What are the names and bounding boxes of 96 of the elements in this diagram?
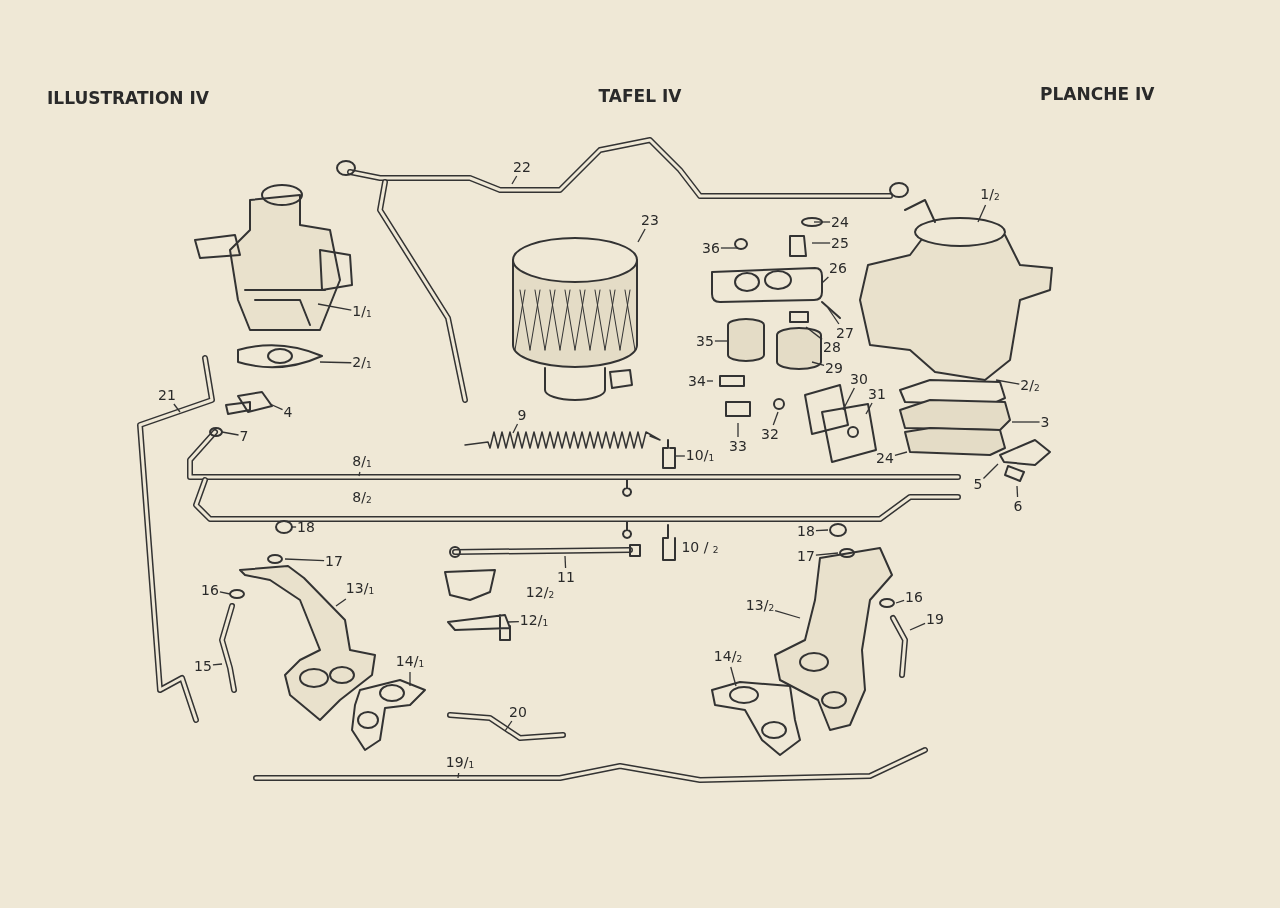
leader-line <box>982 463 999 480</box>
callout-number: 21 <box>158 387 176 403</box>
callout-number: 4 <box>283 404 293 420</box>
callout-number: 31 <box>868 386 886 402</box>
leader-line <box>319 361 352 364</box>
callout-number: 25 <box>831 235 849 251</box>
callout-number: 1/$_{2}$ <box>980 186 1000 204</box>
callout-number: 7 <box>239 428 249 444</box>
leader-line <box>409 671 411 687</box>
callout-number: 14/$_{2}$ <box>713 648 743 666</box>
callout-number: 9 <box>517 407 527 423</box>
leader-line <box>813 221 831 223</box>
callout-number: 18 <box>297 519 315 535</box>
leader-line <box>720 247 739 249</box>
leader-line <box>335 598 347 607</box>
callout-number: 23 <box>641 212 659 228</box>
leader-line <box>815 529 829 532</box>
leader-line <box>811 242 831 244</box>
callout-number: 10 / $_{2}$ <box>681 539 719 557</box>
callout-number: 28 <box>823 339 841 355</box>
callout-number: 3 <box>1040 414 1050 430</box>
callout-number: 8/$_{1}$ <box>352 453 372 471</box>
callout-number: 36 <box>702 240 720 256</box>
plate-heading: TAFEL IV <box>598 86 682 106</box>
leader-line <box>977 204 987 223</box>
leader-line <box>811 361 825 366</box>
leader-line <box>511 175 518 185</box>
callout-number: 2/$_{2}$ <box>1020 377 1040 395</box>
callout-number: 17 <box>797 548 815 564</box>
callout-number: 5 <box>973 476 983 492</box>
callout-number: 33 <box>729 438 747 454</box>
leader-line <box>894 451 908 456</box>
leader-line <box>173 403 181 413</box>
leader-line <box>1011 421 1041 423</box>
callout-number: 14/$_{1}$ <box>395 653 425 671</box>
leader-line <box>805 326 823 340</box>
callout-number: 6 <box>1013 498 1023 514</box>
callout-number: 27 <box>836 325 854 341</box>
plate-heading: ILLUSTRATION IV <box>47 88 209 108</box>
callout-number: 8/$_{2}$ <box>352 489 372 507</box>
leader-line <box>284 558 325 562</box>
callout-number: 13/$_{2}$ <box>745 597 775 615</box>
callout-number: 20 <box>509 704 527 720</box>
callout-number: 2/$_{1}$ <box>352 354 372 372</box>
leader-line <box>706 380 714 382</box>
leader-line <box>909 622 926 631</box>
leader-line <box>507 620 520 623</box>
callout-number: 1/$_{1}$ <box>352 303 372 321</box>
leader-line <box>865 402 873 415</box>
leader-line <box>317 303 352 311</box>
callout-number: 17 <box>325 553 343 569</box>
callout-number: 35 <box>696 333 714 349</box>
callout-number: 18 <box>797 523 815 539</box>
callout-number: 26 <box>829 260 847 276</box>
callout-number: 13/$_{1}$ <box>345 580 375 598</box>
leader-line <box>457 772 460 779</box>
callout-number: 22 <box>513 159 531 175</box>
leader-line <box>737 422 739 438</box>
leader-line <box>714 340 729 342</box>
leader-line <box>291 526 297 528</box>
leader-line <box>221 431 240 436</box>
leader-line <box>821 276 830 284</box>
leader-line <box>358 471 361 477</box>
callout-number: 16 <box>905 589 923 605</box>
leader-line <box>895 599 905 604</box>
callout-number: 19 <box>926 611 944 627</box>
leader-line <box>842 387 855 411</box>
leader-line <box>512 423 519 434</box>
leader-line <box>827 307 840 325</box>
leader-line <box>730 666 737 687</box>
leader-line <box>637 228 646 243</box>
plate-heading: PLANCHE IV <box>1040 84 1155 104</box>
callout-number: 30 <box>850 371 868 387</box>
callout-number: 12/$_{1}$ <box>519 612 549 630</box>
callout-number: 15 <box>194 658 212 674</box>
leader-line <box>995 379 1020 385</box>
leader-line <box>1016 485 1019 498</box>
callout-number: 24 <box>831 214 849 230</box>
callout-number: 34 <box>688 373 706 389</box>
callout-number: 29 <box>825 360 843 376</box>
callout-number: 32 <box>761 426 779 442</box>
callout-number: 19/$_{1}$ <box>445 754 475 772</box>
leader-line <box>774 609 801 619</box>
leader-line <box>673 455 686 457</box>
leader-line <box>219 591 231 595</box>
leader-line <box>772 411 779 426</box>
callout-number: 11 <box>557 569 575 585</box>
leader-line <box>564 555 567 569</box>
callout-number: 16 <box>201 582 219 598</box>
leader-line <box>269 403 284 411</box>
callout-number: 24 <box>876 450 894 466</box>
leader-line <box>815 552 839 556</box>
callout-number: 12/$_{2}$ <box>525 584 555 602</box>
callout-number: 10/$_{1}$ <box>685 447 715 465</box>
leader-line <box>212 663 223 666</box>
leader-line <box>504 720 513 732</box>
